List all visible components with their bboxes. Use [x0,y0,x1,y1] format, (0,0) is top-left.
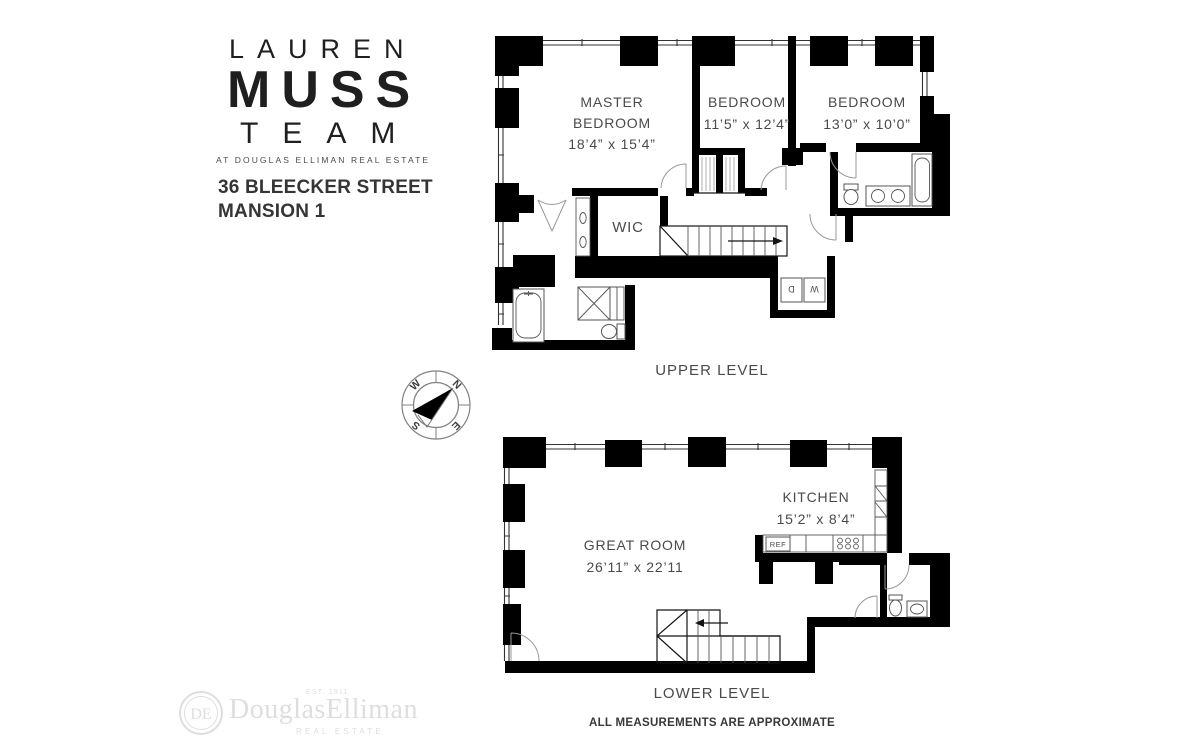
watermark-est: EST. 1911 [306,689,349,696]
powder-room [888,594,928,618]
laundry-closet: D W [780,277,826,303]
bedroom2-dims: 11’5” x 12’4” [704,116,790,132]
sink-icon [871,189,885,203]
brand-line-team: TEAM [240,117,420,150]
bedroom3-dims: 13’0” x 10’0” [823,116,910,132]
bathtub-icon [512,288,545,343]
toilet-tank [616,323,626,340]
upper-staircase [659,225,788,257]
lower-walls [503,437,950,673]
master-bedroom-label2: BEDROOM [573,115,651,131]
upper-exterior-windows [497,39,932,325]
lower-staircase [656,609,781,664]
compass-needle [412,388,453,420]
upper-hall-closet [692,157,745,194]
douglas-elliman-watermark: DE DouglasElliman EST. 1911 REAL ESTATE [178,684,417,740]
brand-tagline: AT DOUGLAS ELLIMAN REAL ESTATE [216,155,431,165]
washer-icon [803,277,826,303]
sink-cabinet [906,600,928,618]
stair-arrow-icon [695,619,704,627]
dryer-icon [780,277,803,303]
vanity [865,185,911,207]
refrigerator-icon [765,536,791,552]
lower-door-swings [510,564,910,662]
toilet-tank [888,594,903,601]
douglas-elliman-monogram-icon: DE [179,691,223,735]
lower-level-floor-plan: GREAT ROOM 26’11” x 22’11 KITCHEN 15’2” … [503,437,950,673]
washer-label: W [810,284,819,294]
kitchen-dims: 15’2” x 8’4” [777,511,856,527]
sink-icon [891,189,905,203]
compass-s: S [410,418,423,432]
address-street: 36 BLEECKER STREET [218,177,433,198]
listing-address: 36 BLEECKER STREET MANSION 1 [218,176,433,224]
master-bedroom-dims: 18’4” x 15’4” [568,136,655,152]
upper-hall-bathroom [843,153,933,207]
brand-line-lauren: LAUREN [229,34,417,64]
stair-arrow-icon [773,237,783,245]
brand-block: LAUREN MUSS TEAM AT DOUGLAS ELLIMAN REAL… [216,34,431,165]
upper-wall-piers [492,36,934,350]
compass-rose-icon: N E S W [401,370,471,440]
upper-door-swings [537,151,857,241]
bedroom3-label: BEDROOM [828,94,906,110]
toilet-icon [843,189,859,205]
kitchen-label: KITCHEN [782,489,849,505]
upper-interior-walls [510,36,950,350]
great-room-dims: 26’11” x 22’11 [586,559,683,575]
bedroom2-label: BEDROOM [708,94,786,110]
ref-label: REF [770,540,787,549]
watermark-tagline: REAL ESTATE [296,727,384,736]
watermark-name: DouglasElliman [229,694,418,725]
kitchen-counter [762,469,888,553]
master-bathroom [512,286,626,343]
kitchen-cabinets [874,469,888,553]
upper-linen-closet [575,197,591,257]
lower-level-caption: LOWER LEVEL [653,685,771,702]
stove-icon [837,537,859,550]
measurements-disclaimer: ALL MEASUREMENTS ARE APPROXIMATE [588,717,835,729]
toilet-icon [889,599,902,617]
upper-level-floor-plan: D W MASTER BEDROOM 18’4” x 15’4” BEDROOM… [492,36,950,350]
monogram-letters: DE [190,706,211,723]
brand-line-muss: MUSS [227,61,422,119]
toilet-icon [601,324,617,339]
great-room-label: GREAT ROOM [584,537,686,553]
bathtub-icon [911,153,933,207]
address-unit: MANSION 1 [218,201,326,222]
compass-w: W [408,377,424,393]
dryer-label: D [788,284,795,294]
master-bedroom-label: MASTER [580,94,643,110]
compass-e: E [449,419,462,432]
upper-level-caption: UPPER LEVEL [655,362,769,379]
sink-icon [910,603,924,615]
wic-label: WIC [612,219,644,236]
